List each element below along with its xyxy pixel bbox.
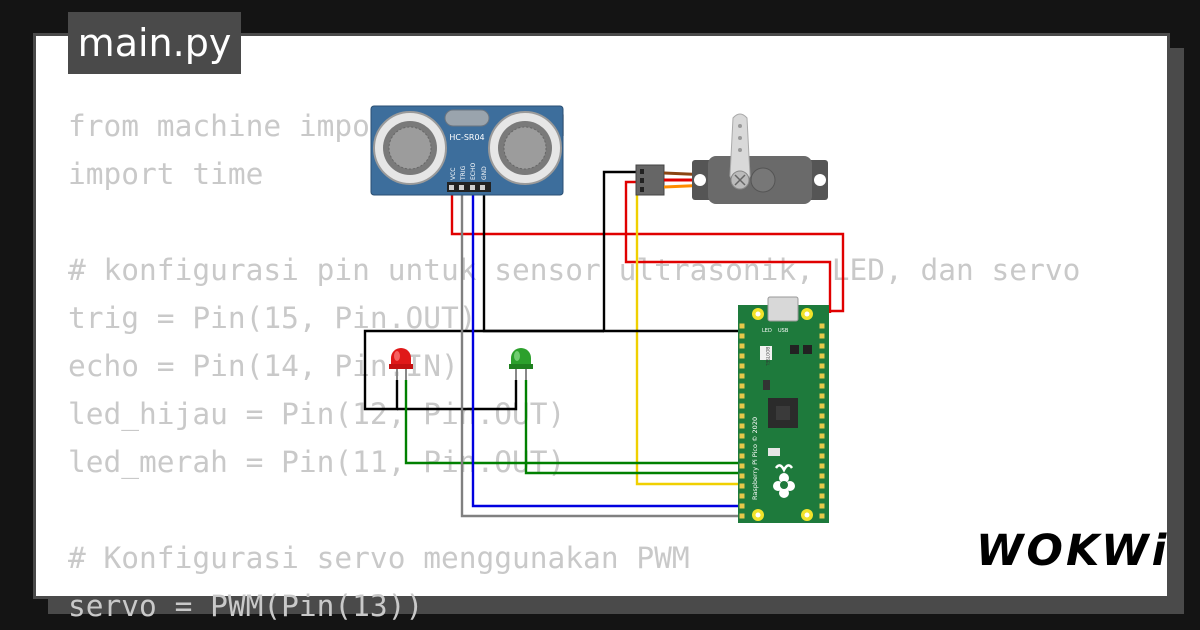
wire-led-green-signal xyxy=(524,380,742,475)
led-red-icon[interactable] xyxy=(389,348,413,380)
pico-pin[interactable] xyxy=(739,343,745,349)
wire-led-gnd xyxy=(363,329,604,411)
pico-pin[interactable] xyxy=(819,393,825,399)
pico-pin[interactable] xyxy=(819,433,825,439)
pico-pin[interactable] xyxy=(739,393,745,399)
pico-pin[interactable] xyxy=(819,503,825,509)
pico-pin[interactable] xyxy=(739,493,745,499)
pico-pin[interactable] xyxy=(739,363,745,369)
pico-pin[interactable] xyxy=(739,453,745,459)
wire-sensor-vcc xyxy=(450,190,845,313)
pico-pin[interactable] xyxy=(819,483,825,489)
pico-pin[interactable] xyxy=(819,463,825,469)
pico-pin[interactable] xyxy=(819,383,825,389)
sensor-pin-gnd: GND xyxy=(481,166,488,180)
pico-pin[interactable] xyxy=(739,373,745,379)
pico-pin[interactable] xyxy=(739,503,745,509)
wire-sensor-trig xyxy=(460,190,742,518)
sensor-label: HC-SR04 xyxy=(449,133,484,142)
pico-pin[interactable] xyxy=(819,513,825,519)
file-tab[interactable]: main.py xyxy=(68,12,241,74)
sensor-pin-trig: TRIG xyxy=(460,165,467,181)
ultrasonic-sensor-icon[interactable]: HC-SR04 VCC TRIG ECHO GND xyxy=(370,105,564,196)
pico-pin[interactable] xyxy=(819,353,825,359)
pico-pin[interactable] xyxy=(739,383,745,389)
pico-bootsel-label: BOOTSEL xyxy=(765,347,770,366)
pico-pin[interactable] xyxy=(739,353,745,359)
code-line-7: led_hijau = Pin(12, Pin.OUT) xyxy=(68,397,566,431)
pico-pin[interactable] xyxy=(739,433,745,439)
pico-pin[interactable] xyxy=(739,333,745,339)
pico-pin[interactable] xyxy=(739,473,745,479)
sensor-pin-vcc: VCC xyxy=(450,168,457,180)
pico-pin[interactable] xyxy=(819,453,825,459)
pico-usb-label: USB xyxy=(778,328,789,334)
wire-servo-signal xyxy=(635,186,742,486)
pico-led-label: LED xyxy=(762,328,772,334)
pico-pin[interactable] xyxy=(739,423,745,429)
pico-pin[interactable] xyxy=(819,423,825,429)
pico-pin[interactable] xyxy=(819,493,825,499)
pico-pin[interactable] xyxy=(819,363,825,369)
code-line-2: import time xyxy=(68,157,264,191)
servo-motor-icon[interactable] xyxy=(635,113,828,204)
wire-servo-vplus xyxy=(624,180,832,313)
sensor-pin-echo: ECHO xyxy=(470,163,477,180)
pico-pin[interactable] xyxy=(739,413,745,419)
pico-pin[interactable] xyxy=(819,413,825,419)
pico-pins-left xyxy=(739,323,745,519)
raspberry-pi-pico[interactable]: LED USB BOOTSEL Raspberry Pi Pico © 2020 xyxy=(738,296,829,523)
pico-pin[interactable] xyxy=(739,513,745,519)
pico-pin[interactable] xyxy=(819,373,825,379)
pico-pin[interactable] xyxy=(739,443,745,449)
pico-pin[interactable] xyxy=(819,343,825,349)
wire-servo-gnd xyxy=(602,170,742,333)
wokwi-logo: WOKWi xyxy=(976,526,1170,576)
raspberry-pi-logo-icon xyxy=(773,464,795,498)
pico-pin[interactable] xyxy=(739,483,745,489)
code-line-5: trig = Pin(15, Pin.OUT) xyxy=(68,301,477,335)
wire-sensor-gnd xyxy=(482,190,604,333)
wire-led-gnd-2 xyxy=(397,380,518,411)
wires xyxy=(363,170,845,518)
pico-pin[interactable] xyxy=(819,403,825,409)
pico-board-label: Raspberry Pi Pico © 2020 xyxy=(751,417,759,500)
pico-pin[interactable] xyxy=(819,443,825,449)
code-line-11: servo = PWM(Pin(13)) xyxy=(68,589,424,623)
pico-pins-right xyxy=(819,323,825,519)
wire-sensor-echo xyxy=(471,190,742,508)
pico-pin[interactable] xyxy=(819,333,825,339)
pico-pin[interactable] xyxy=(739,463,745,469)
pico-pin[interactable] xyxy=(739,323,745,329)
pico-pin[interactable] xyxy=(819,473,825,479)
wire-led-red-signal xyxy=(404,380,742,465)
pico-pin[interactable] xyxy=(739,403,745,409)
code-line-10: # Konfigurasi servo menggunakan PWM xyxy=(68,541,690,575)
pico-pin[interactable] xyxy=(819,323,825,329)
led-green-icon[interactable] xyxy=(509,348,533,380)
